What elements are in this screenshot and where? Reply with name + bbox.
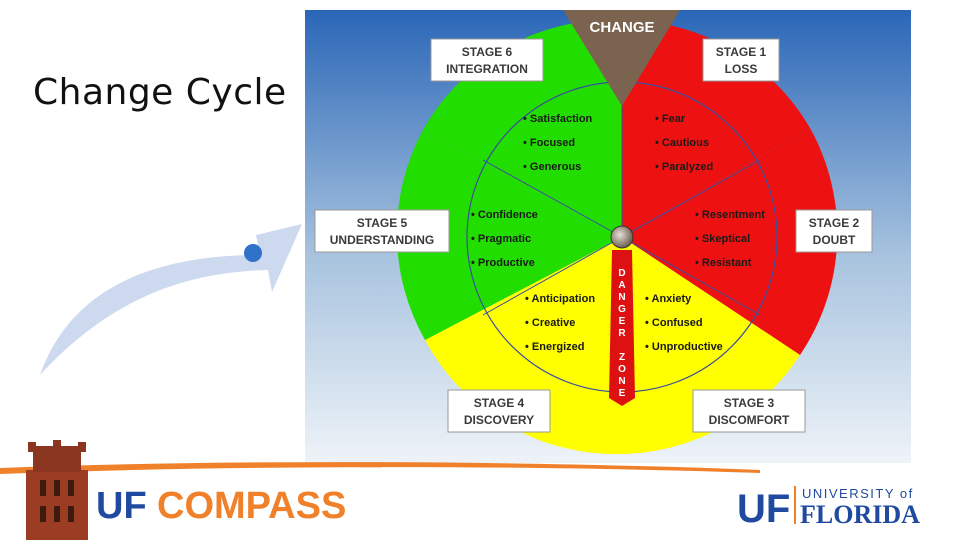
uf-compass-logo: UF COMPASS: [96, 485, 346, 527]
stage-3-item: • Confused: [645, 317, 703, 329]
stage-1-label-box: STAGE 1 LOSS: [702, 38, 780, 82]
stage-2-item: • Skeptical: [695, 233, 750, 245]
divider-line: [482, 159, 623, 238]
divider-line: [621, 159, 761, 238]
uf-logo-florida: FLORIDA: [800, 500, 920, 529]
stage-3-item: • Anxiety: [645, 293, 692, 305]
curved-arrow-graphic: [40, 224, 302, 375]
stage-6-item: • Satisfaction: [523, 113, 593, 125]
stage-2-label-box: STAGE 2 DOUBT: [795, 209, 873, 253]
compass-logo-uf: UF: [96, 485, 147, 527]
slide-title: Change Cycle: [33, 72, 287, 113]
stage-number: STAGE 6: [462, 45, 513, 59]
divider-line: [482, 236, 623, 316]
stage-1-item: • Cautious: [655, 137, 709, 149]
stage-number: STAGE 4: [474, 396, 525, 410]
century-tower-icon: [26, 440, 88, 540]
stage-4-item: • Anticipation: [525, 293, 595, 305]
change-pointer: [563, 10, 680, 106]
sector-stage-2-outer: [622, 128, 838, 355]
stage-2-item: • Resistant: [695, 257, 752, 269]
stage-name: DISCOVERY: [464, 413, 534, 427]
danger-zone-letter: O: [618, 364, 626, 375]
stage-6-item: • Focused: [523, 137, 575, 149]
danger-zone-letter: R: [618, 328, 626, 339]
danger-zone-letter: G: [618, 304, 626, 315]
stage-5-label-box: STAGE 5 UNDERSTANDING: [314, 209, 450, 253]
danger-zone-wedge: [609, 250, 635, 406]
university-of-florida-logo: UF UNIVERSITY of FLORIDA: [737, 486, 920, 531]
uf-logo-monogram: UF: [737, 487, 790, 531]
stage-name: DISCOMFORT: [709, 413, 790, 427]
footer-banner: UF COMPASS UF UNIVERSITY of FLORIDA: [0, 440, 920, 540]
stage-5-item: • Confidence: [471, 209, 538, 221]
stage-6-item: • Generous: [523, 161, 581, 173]
danger-zone-letter: E: [619, 388, 626, 399]
stage-name: UNDERSTANDING: [330, 233, 434, 247]
stage-4-label-box: STAGE 4 DISCOVERY: [447, 389, 551, 433]
danger-zone-letter: N: [618, 376, 625, 387]
stage-6-label-box: STAGE 6 INTEGRATION: [430, 38, 544, 82]
stage-4-item: • Creative: [525, 317, 575, 329]
stage-number: STAGE 1: [716, 45, 767, 59]
danger-zone-letter: E: [619, 316, 626, 327]
uf-logo-university-of: UNIVERSITY of: [802, 486, 914, 501]
stage-number: STAGE 3: [724, 396, 775, 410]
stage-4-item: • Energized: [525, 341, 584, 353]
center-hub: [610, 225, 634, 249]
change-label: CHANGE: [589, 19, 654, 36]
sector-stage-5-outer: [396, 130, 622, 340]
danger-zone-letter: Z: [619, 352, 625, 363]
stage-3-label-box: STAGE 3 DISCOMFORT: [692, 389, 806, 433]
bullet-dot-icon: [244, 244, 262, 262]
stage-number: STAGE 5: [357, 216, 408, 230]
stage-name: INTEGRATION: [446, 62, 528, 76]
danger-zone-letter: N: [618, 292, 625, 303]
stage-name: DOUBT: [813, 233, 856, 247]
danger-zone-letter: A: [618, 280, 625, 291]
stage-2-item: • Resentment: [695, 209, 765, 221]
orange-swoosh: [0, 462, 760, 474]
divider-line: [621, 236, 761, 316]
compass-logo-word: COMPASS: [157, 485, 346, 527]
danger-zone-letter: D: [618, 268, 625, 279]
stage-number: STAGE 2: [809, 216, 860, 230]
stage-name: LOSS: [725, 62, 758, 76]
logo-divider: [794, 486, 796, 524]
stage-5-item: • Pragmatic: [471, 233, 531, 245]
stage-5-item: • Productive: [471, 257, 535, 269]
stage-1-item: • Fear: [655, 113, 686, 125]
stage-1-item: • Paralyzed: [655, 161, 713, 173]
stage-3-item: • Unproductive: [645, 341, 723, 353]
